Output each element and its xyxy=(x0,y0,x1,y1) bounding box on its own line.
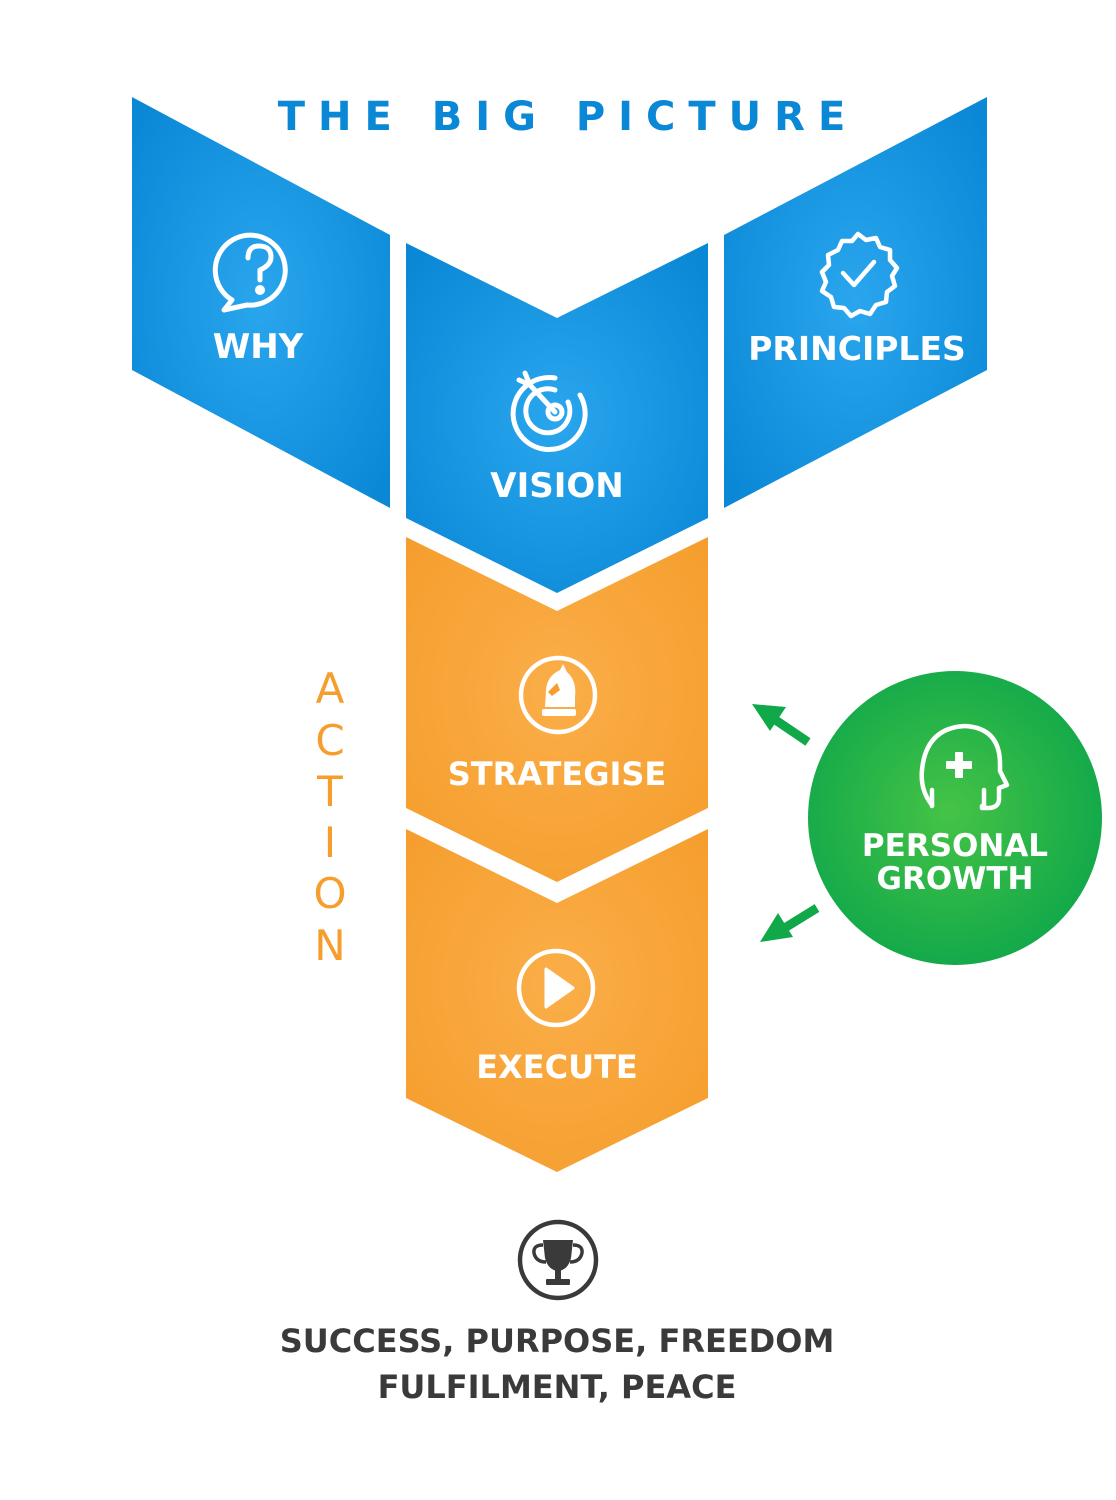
why-label: WHY xyxy=(213,327,304,367)
plus-icon xyxy=(946,752,972,778)
head-plus-icon xyxy=(919,723,1010,811)
arrow-to-execute-icon xyxy=(760,904,820,942)
principles-panel-shape xyxy=(724,97,987,508)
trophy-icon xyxy=(517,1219,599,1301)
execute-step: EXECUTE xyxy=(406,829,708,1172)
principles-label: PRINCIPLES xyxy=(748,329,966,368)
diagram-title: THE BIG PICTURE xyxy=(278,94,859,140)
action-letter: A xyxy=(316,664,345,713)
strategise-label: STRATEGISE xyxy=(448,755,667,793)
strategise-step: STRATEGISE xyxy=(406,537,708,882)
outcome-line2: FULFILMENT, PEACE xyxy=(378,1368,737,1406)
principles-panel: PRINCIPLES xyxy=(724,97,987,508)
arrow-to-strategise-icon xyxy=(752,704,811,746)
target-icon xyxy=(510,370,588,453)
verified-badge-icon xyxy=(819,231,900,319)
play-icon xyxy=(516,948,596,1028)
execute-label: EXECUTE xyxy=(476,1048,638,1086)
outcome-line1: SUCCESS, PURPOSE, FREEDOM xyxy=(280,1322,835,1360)
vision-label: VISION xyxy=(490,466,623,506)
question-bubble-icon xyxy=(212,232,288,313)
action-letter: I xyxy=(324,818,336,867)
personal-growth-line2: GROWTH xyxy=(877,861,1034,897)
action-label: A C T I O N xyxy=(313,664,346,970)
action-letter: T xyxy=(316,767,343,816)
action-letter: C xyxy=(315,716,344,765)
personal-growth-line1: PERSONAL xyxy=(862,828,1048,864)
action-letter: N xyxy=(314,921,345,970)
outcome: SUCCESS, PURPOSE, FREEDOM FULFILMENT, PE… xyxy=(280,1219,835,1406)
growth-arrows xyxy=(752,704,820,942)
why-panel: WHY xyxy=(132,97,390,508)
vision-panel: VISION xyxy=(406,243,708,593)
action-letter: O xyxy=(313,869,346,918)
personal-growth: PERSONAL GROWTH xyxy=(808,671,1102,965)
chess-knight-icon xyxy=(518,655,598,735)
personal-growth-circle xyxy=(808,671,1102,965)
